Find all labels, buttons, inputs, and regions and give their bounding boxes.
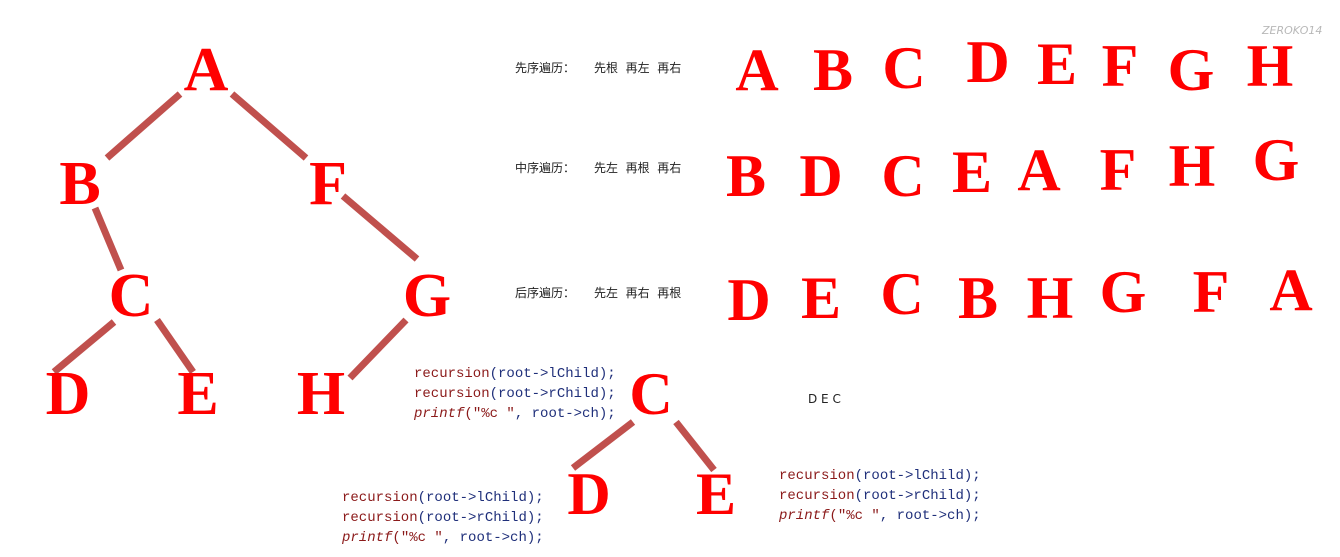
tree-node-b: B — [59, 150, 100, 218]
postorder-label: 后序遍历： — [515, 285, 575, 300]
preorder-letter-8: H — [1247, 33, 1294, 99]
code-call: recursion — [414, 386, 490, 402]
inorder-rule: 先左 再根 再右 — [594, 160, 681, 175]
code-line: printf("%c ", root->ch); — [778, 508, 981, 524]
inorder-row: 中序遍历： 先左 再根 再右 B D C E A F H G — [515, 127, 1299, 209]
postorder-letter-1: D — [727, 267, 770, 333]
edge-a-f — [229, 91, 309, 161]
edge-a-b — [104, 91, 183, 161]
tree-node-h: H — [297, 360, 345, 428]
subtree-output: D E C — [808, 392, 841, 406]
inorder-sequence: B D C E A F H G — [726, 127, 1299, 209]
preorder-letter-2: B — [813, 37, 853, 103]
subtree-node-d: D — [567, 461, 610, 527]
code-fn: printf — [413, 406, 465, 422]
inorder-letter-1: B — [726, 143, 766, 209]
tree-node-g: G — [403, 262, 451, 330]
postorder-letter-3: C — [880, 261, 923, 327]
tree-node-f: F — [309, 150, 347, 218]
code-arg: (root->rChild); — [418, 510, 544, 526]
code-line: recursion(root->rChild); — [342, 510, 544, 526]
postorder-letter-8: A — [1269, 257, 1312, 323]
postorder-rule: 先左 再右 再根 — [594, 285, 681, 300]
code-arg: , root->ch); — [880, 508, 981, 524]
code-arg: (root->lChild); — [490, 366, 616, 382]
code-call: recursion — [414, 366, 490, 382]
code-arg: (root->rChild); — [490, 386, 616, 402]
preorder-row: 先序遍历： 先根 再左 再右 A B C D E F G H — [515, 29, 1293, 103]
inorder-letter-3: C — [881, 143, 924, 209]
code-block-3: recursion(root->lChild); recursion(root-… — [778, 468, 981, 524]
code-fmt: ("%c " — [464, 406, 514, 422]
subtree: C D E — [567, 361, 736, 527]
tree-node-c: C — [109, 262, 154, 330]
inorder-letter-5: A — [1017, 137, 1060, 203]
inorder-letter-4: E — [952, 139, 992, 205]
tree-node-d: D — [46, 360, 91, 428]
tree-edges — [51, 91, 420, 381]
subtree-node-c: C — [629, 361, 672, 427]
inorder-letter-7: H — [1169, 133, 1216, 199]
code-fn: printf — [341, 530, 393, 546]
binary-tree: A B F C G D E H — [46, 36, 452, 428]
edge-b-c — [91, 206, 125, 272]
code-arg: (root->rChild); — [855, 488, 981, 504]
code-block-1: recursion(root->lChild); recursion(root-… — [413, 366, 616, 422]
code-line: recursion(root->rChild); — [414, 386, 616, 402]
inorder-letter-2: D — [799, 143, 842, 209]
inorder-letter-8: G — [1253, 127, 1300, 193]
code-call: recursion — [342, 490, 418, 506]
postorder-letter-4: B — [958, 265, 998, 331]
preorder-rule: 先根 再左 再右 — [594, 60, 681, 75]
subtree-edge-c-e — [673, 419, 717, 473]
preorder-letter-7: G — [1168, 37, 1215, 103]
inorder-label: 中序遍历： — [515, 160, 575, 175]
preorder-letter-1: A — [735, 37, 778, 103]
tree-nodes: A B F C G D E H — [46, 36, 452, 428]
preorder-letter-6: F — [1102, 33, 1139, 99]
code-call: recursion — [779, 488, 855, 504]
code-call: recursion — [342, 510, 418, 526]
edge-c-d — [51, 319, 117, 375]
subtree-node-e: E — [696, 461, 736, 527]
preorder-letter-4: D — [966, 29, 1009, 95]
code-line: recursion(root->lChild); — [414, 366, 616, 382]
postorder-letter-5: H — [1027, 265, 1074, 331]
edge-f-g — [340, 193, 420, 262]
code-line: printf("%c ", root->ch); — [341, 530, 544, 546]
edge-g-h — [347, 317, 409, 381]
code-fn: printf — [778, 508, 830, 524]
inorder-letter-6: F — [1100, 137, 1137, 203]
code-fmt: ("%c " — [829, 508, 879, 524]
watermark: ZEROKO14 — [1261, 24, 1322, 37]
code-arg: , root->ch); — [515, 406, 616, 422]
edge-c-e — [154, 318, 196, 374]
subtree-edge-c-d — [570, 419, 636, 471]
postorder-sequence: D E C B H G F A — [727, 257, 1312, 333]
postorder-row: 后序遍历： 先左 再右 再根 D E C B H G F A — [515, 257, 1313, 333]
preorder-label: 先序遍历： — [515, 60, 575, 75]
code-line: recursion(root->lChild); — [779, 468, 981, 484]
tree-node-e: E — [177, 360, 218, 428]
postorder-letter-7: F — [1193, 259, 1230, 325]
code-line: recursion(root->rChild); — [779, 488, 981, 504]
code-line: printf("%c ", root->ch); — [413, 406, 616, 422]
code-fmt: ("%c " — [392, 530, 442, 546]
postorder-letter-6: G — [1100, 259, 1147, 325]
code-arg: (root->lChild); — [855, 468, 981, 484]
code-block-2: recursion(root->lChild); recursion(root-… — [341, 490, 544, 546]
postorder-letter-2: E — [801, 265, 841, 331]
code-line: recursion(root->lChild); — [342, 490, 544, 506]
preorder-letter-3: C — [882, 35, 925, 101]
code-call: recursion — [779, 468, 855, 484]
preorder-letter-5: E — [1037, 31, 1077, 97]
code-arg: , root->ch); — [443, 530, 544, 546]
preorder-sequence: A B C D E F G H — [735, 29, 1293, 103]
code-arg: (root->lChild); — [418, 490, 544, 506]
tree-node-a: A — [184, 36, 229, 104]
